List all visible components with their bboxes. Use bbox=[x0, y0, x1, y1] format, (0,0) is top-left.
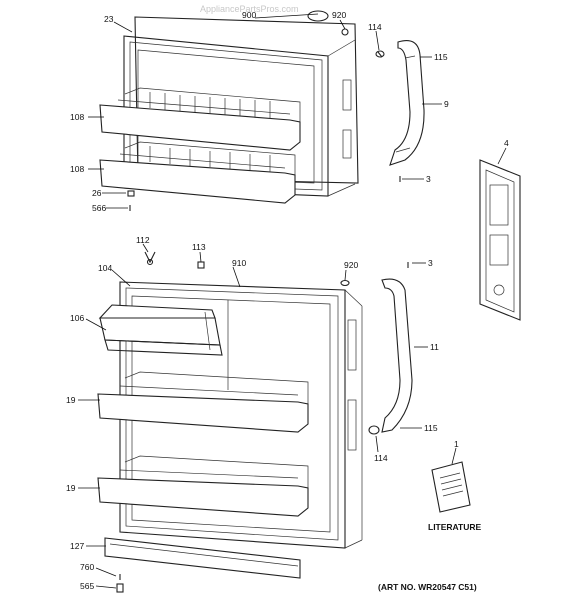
callout-9: 9 bbox=[444, 99, 449, 109]
callout-565: 565 bbox=[80, 581, 94, 591]
fresh-food-handle bbox=[381, 278, 413, 433]
callout-114-top: 114 bbox=[368, 22, 382, 32]
callout-19-upper: 19 bbox=[66, 395, 76, 405]
callout-19-lower: 19 bbox=[66, 483, 76, 493]
literature-booklet bbox=[431, 461, 471, 513]
callout-108-lower: 108 bbox=[70, 164, 84, 174]
callout-566: 566 bbox=[92, 203, 106, 213]
fresh-door-shelf-upper bbox=[97, 371, 309, 433]
callout-114-bottom: 114 bbox=[374, 453, 388, 463]
callout-910: 910 bbox=[232, 258, 246, 268]
fresh-door-shelf-lower bbox=[97, 455, 309, 517]
dairy-compartment bbox=[98, 304, 223, 356]
callout-108-upper: 108 bbox=[70, 112, 84, 122]
hardware-top bbox=[127, 10, 401, 211]
callout-3-top: 3 bbox=[426, 174, 431, 184]
callout-4: 4 bbox=[504, 138, 509, 148]
freezer-handle bbox=[389, 40, 425, 166]
callout-760: 760 bbox=[80, 562, 94, 572]
callout-1: 1 bbox=[454, 439, 459, 449]
callout-26: 26 bbox=[92, 188, 102, 198]
callout-104: 104 bbox=[98, 263, 112, 273]
watermark: AppliancePartsPros.com bbox=[200, 4, 299, 14]
callout-115-bottom: 115 bbox=[424, 423, 438, 433]
freezer-door-shelf-lower bbox=[99, 141, 296, 204]
fresh-food-door bbox=[119, 281, 363, 549]
callout-106: 106 bbox=[70, 313, 84, 323]
callout-11: 11 bbox=[430, 342, 439, 352]
callout-3-bottom: 3 bbox=[428, 258, 433, 268]
callout-labels: 23 900 920 114 115 9 3 4 108 108 26 566 … bbox=[66, 10, 509, 592]
door-liner-panel bbox=[479, 159, 521, 321]
callout-115-top: 115 bbox=[434, 52, 448, 62]
freezer-door-shelf-upper bbox=[99, 87, 301, 151]
callout-23: 23 bbox=[104, 14, 114, 24]
hardware-bottom bbox=[116, 251, 409, 593]
callout-127: 127 bbox=[70, 541, 84, 551]
art-number: (ART NO. WR20547 C51) bbox=[378, 582, 477, 592]
callout-112: 112 bbox=[136, 235, 150, 245]
literature-label: LITERATURE bbox=[428, 522, 482, 532]
callout-113: 113 bbox=[192, 242, 206, 252]
kick-plate bbox=[104, 537, 301, 579]
leader-lines bbox=[78, 13, 507, 589]
callout-920-top: 920 bbox=[332, 10, 346, 20]
callout-920-bottom: 920 bbox=[344, 260, 358, 270]
callout-900: 900 bbox=[242, 10, 256, 20]
